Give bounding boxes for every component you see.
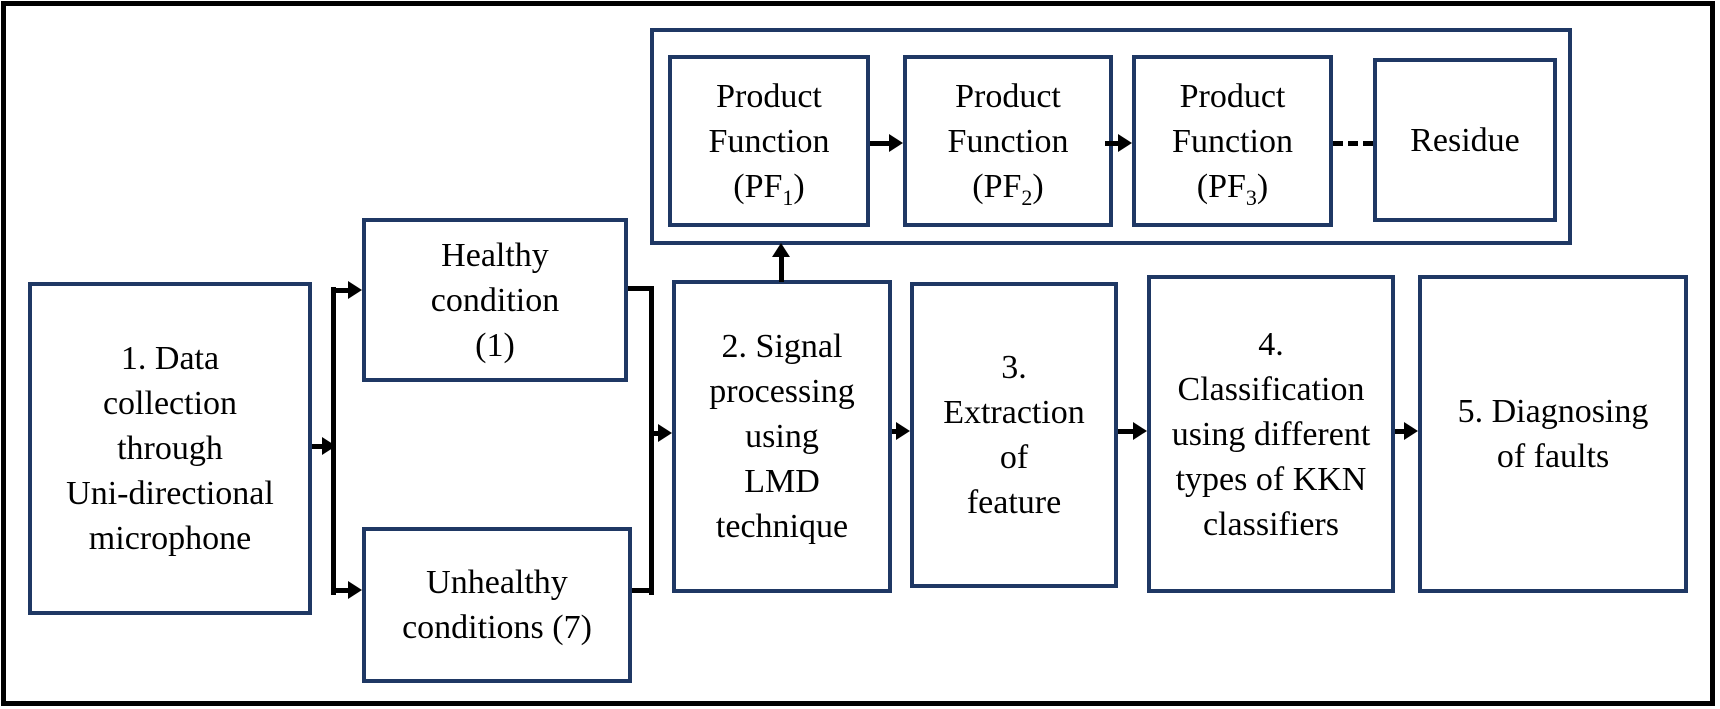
pf-suffix: ) [793, 167, 805, 205]
pf-suffix: ) [1256, 167, 1269, 205]
connector-line [336, 288, 350, 293]
arrow-right-icon [348, 281, 362, 299]
pf-decomposition-container [650, 28, 1572, 245]
feature-extraction-box: 3. Extraction of feature [910, 282, 1118, 588]
text-line: 4. [1258, 325, 1284, 363]
text-line: feature [966, 484, 1062, 521]
pf2-box: Product Function (PF2) [903, 55, 1113, 227]
text-line: 5. Diagnosing [1457, 393, 1649, 430]
text-line: processing [709, 373, 855, 410]
connector-line [870, 141, 890, 146]
connector-line [632, 588, 654, 593]
pf3-box: Product Function (PF3) [1132, 55, 1333, 227]
arrow-right-icon [896, 422, 910, 440]
pf-prefix: (PF [733, 167, 783, 205]
text-line: LMD [744, 463, 820, 500]
text-line: of faults [1496, 438, 1610, 475]
text-line: Product [955, 77, 1061, 115]
pf-label-line: (PF2) [972, 164, 1043, 209]
pf-label-line: (PF1) [733, 164, 804, 209]
text-line: using [745, 418, 819, 455]
connector-line [649, 286, 654, 595]
arrow-right-icon [889, 134, 903, 152]
text-line: classifiers [1203, 505, 1339, 543]
text-line: through [117, 430, 223, 467]
arrow-up-icon [772, 243, 790, 257]
pf-subscript: 2 [1021, 184, 1033, 210]
text-line: Product [1179, 77, 1286, 115]
arrow-right-icon [348, 581, 362, 599]
text-line: Function [708, 122, 830, 160]
text-line: Extraction [943, 394, 1085, 431]
classification-box: 4. Classification using different types … [1147, 275, 1395, 593]
text-line: condition [430, 281, 560, 319]
text-line: Function [1172, 122, 1293, 160]
pf-suffix: ) [1032, 167, 1044, 205]
text-line: conditions (7) [402, 609, 592, 646]
connector-line [652, 431, 660, 436]
text-line: Classification [1177, 370, 1365, 408]
text-line: Unhealthy [426, 564, 568, 601]
text-line: using different [1171, 415, 1371, 453]
pf-subscript: 3 [1245, 184, 1257, 210]
connector-line [1118, 429, 1134, 434]
text-line: 3. [1001, 349, 1027, 386]
connector-line [1395, 429, 1405, 434]
text-line: technique [715, 508, 849, 545]
dashed-connector [1333, 141, 1373, 146]
arrow-right-icon [1118, 134, 1132, 152]
connector-line [628, 286, 654, 291]
text-line: types of KKN [1175, 460, 1367, 498]
arrow-right-icon [658, 424, 672, 442]
healthy-condition-box: Healthy condition (1) [362, 218, 628, 382]
text-line: Uni-directional [66, 475, 274, 512]
text-line: microphone [88, 520, 252, 557]
connector-line [312, 444, 324, 449]
text-line: collection [102, 385, 238, 422]
text-line: Residue [1410, 121, 1520, 159]
arrow-right-icon [1404, 422, 1418, 440]
pf-label-line: (PF3) [1197, 164, 1268, 209]
text-line: Healthy [441, 236, 549, 274]
unhealthy-conditions-box: Unhealthy conditions (7) [362, 527, 632, 683]
pf1-box: Product Function (PF1) [668, 55, 870, 227]
arrow-right-icon [1133, 422, 1147, 440]
text-line: of [999, 439, 1029, 476]
connector-line [331, 287, 336, 595]
signal-processing-box: 2. Signal processing using LMD technique [672, 280, 892, 593]
connector-line [1105, 141, 1119, 146]
connector-line [892, 429, 898, 434]
text-line: 1. Data [120, 340, 220, 377]
connector-line [336, 588, 350, 593]
text-line: Function [947, 122, 1069, 160]
text-line: 2. Signal [721, 328, 843, 365]
text-line: Product [716, 77, 822, 115]
data-collection-box: 1. Data collection through Uni-direction… [28, 282, 312, 615]
fault-diagnosis-box: 5. Diagnosing of faults [1418, 275, 1688, 593]
pf-subscript: 1 [782, 184, 794, 210]
pf-prefix: (PF [972, 167, 1022, 205]
connector-line [779, 256, 784, 282]
residue-box: Residue [1373, 58, 1557, 222]
pf-prefix: (PF [1196, 167, 1246, 205]
text-line: (1) [475, 326, 515, 364]
